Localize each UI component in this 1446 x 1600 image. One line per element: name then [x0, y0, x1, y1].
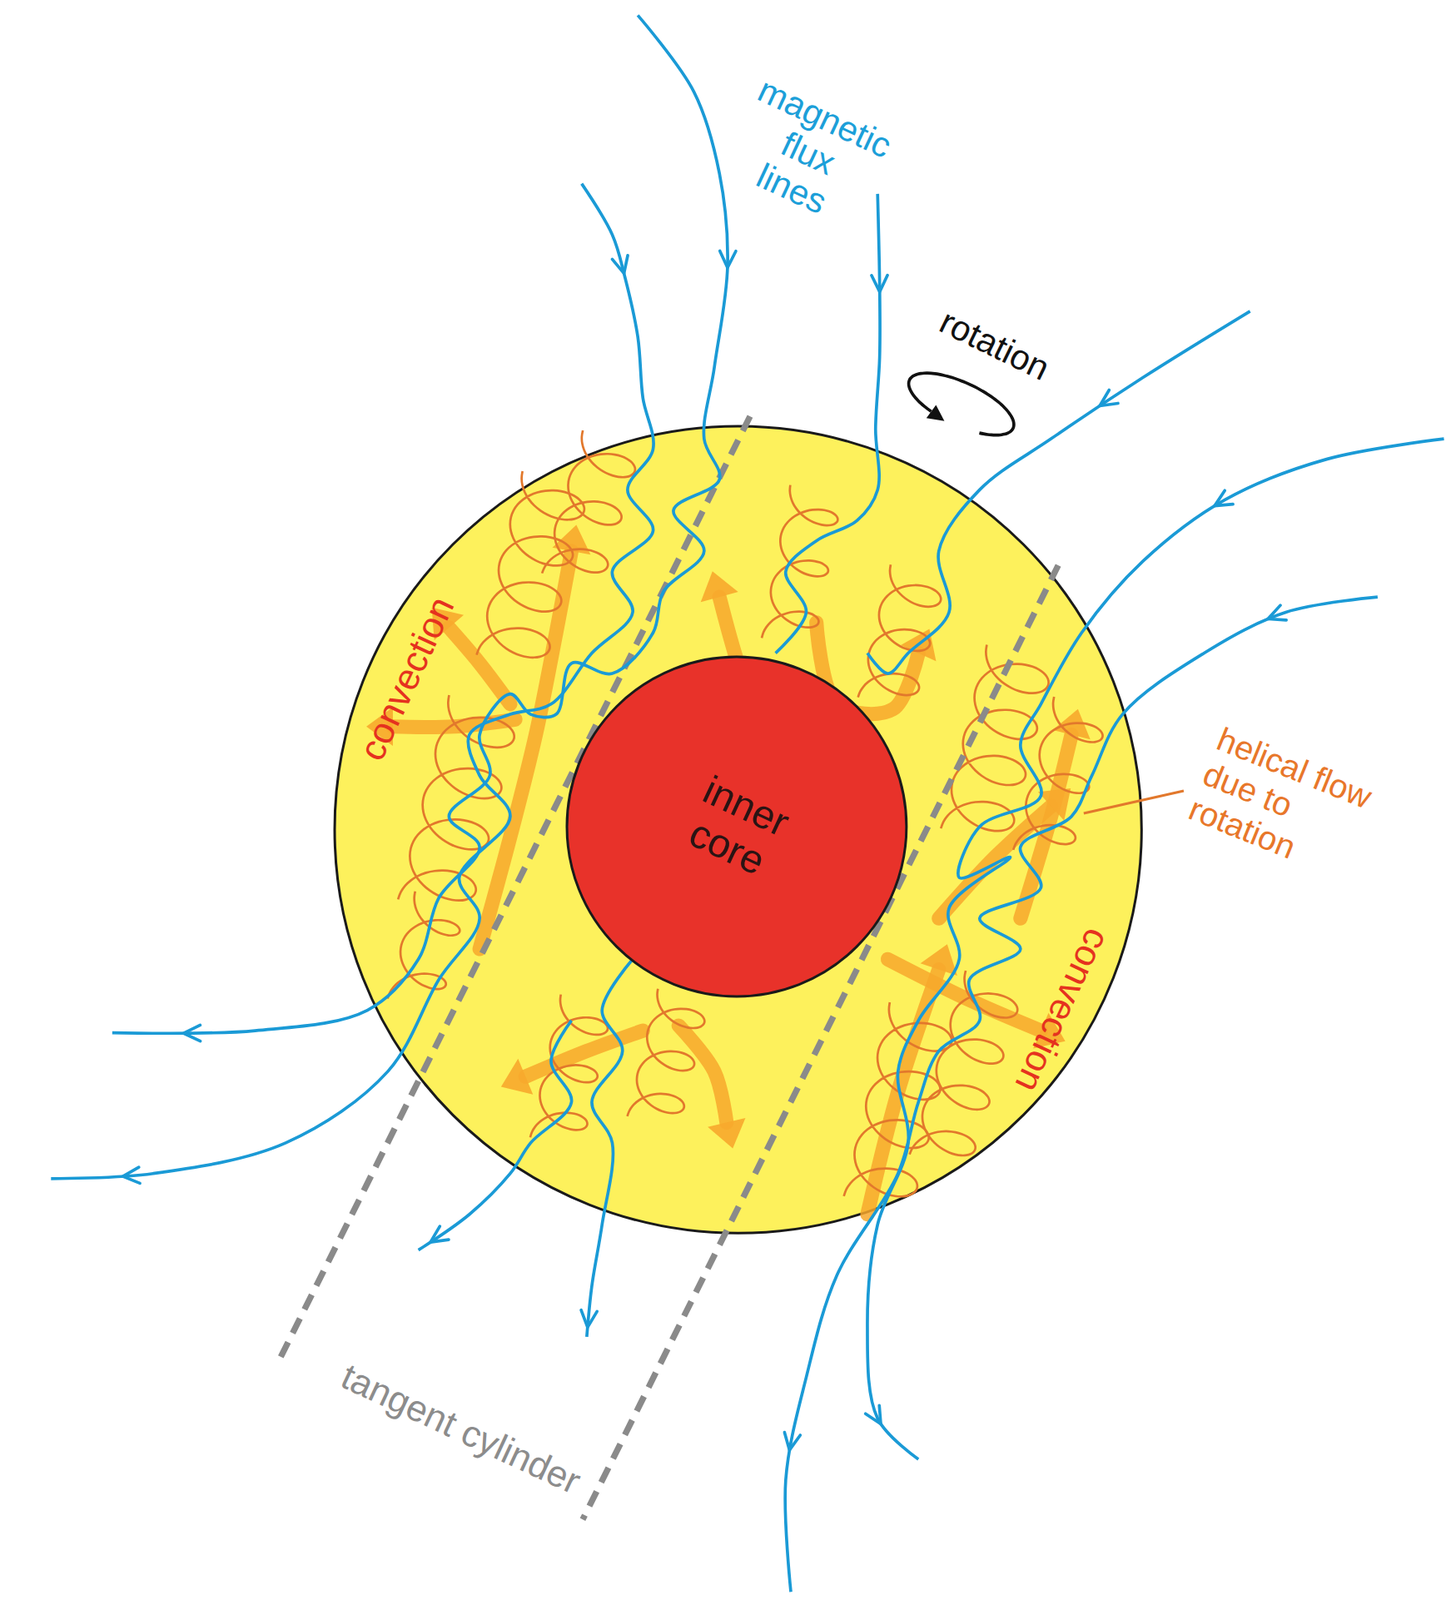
- flux-arrowhead: [1214, 490, 1233, 506]
- helical-flow-label: helical flow due to rotation: [1183, 720, 1392, 892]
- illustration-group: [50, 14, 1444, 1592]
- rotation-ellipse: [909, 372, 1014, 435]
- rotation-label: rotation: [934, 301, 1057, 388]
- flux-lines: [50, 14, 1444, 1592]
- flux-arrowhead: [1267, 605, 1287, 621]
- flux-arrowhead: [430, 1226, 449, 1243]
- inner-core: inner core: [565, 655, 909, 999]
- flux-arrowhead: [123, 1167, 140, 1183]
- inner-core-disc-outline: [566, 656, 907, 997]
- rotation-arrowhead: [926, 404, 945, 421]
- tangent-cylinder-label: tangent cylinder: [335, 1355, 587, 1502]
- flux-lines-label: magnetic flux lines: [707, 64, 909, 242]
- flux-arrowhead: [871, 275, 888, 293]
- outer-core-disc-outline: [334, 426, 1142, 1233]
- flux-arrowhead: [611, 255, 628, 274]
- flux-arrowhead: [784, 1432, 801, 1451]
- flux-arrowhead: [1099, 389, 1119, 406]
- flux-arrowhead: [865, 1405, 881, 1424]
- outer-core: convectionconvectioninner core: [332, 424, 1143, 1235]
- flux-arrowhead: [720, 250, 736, 268]
- rotation-arrow: [909, 372, 1014, 435]
- flux-arrowhead: [581, 1310, 597, 1328]
- flux-arrowhead: [183, 1024, 201, 1041]
